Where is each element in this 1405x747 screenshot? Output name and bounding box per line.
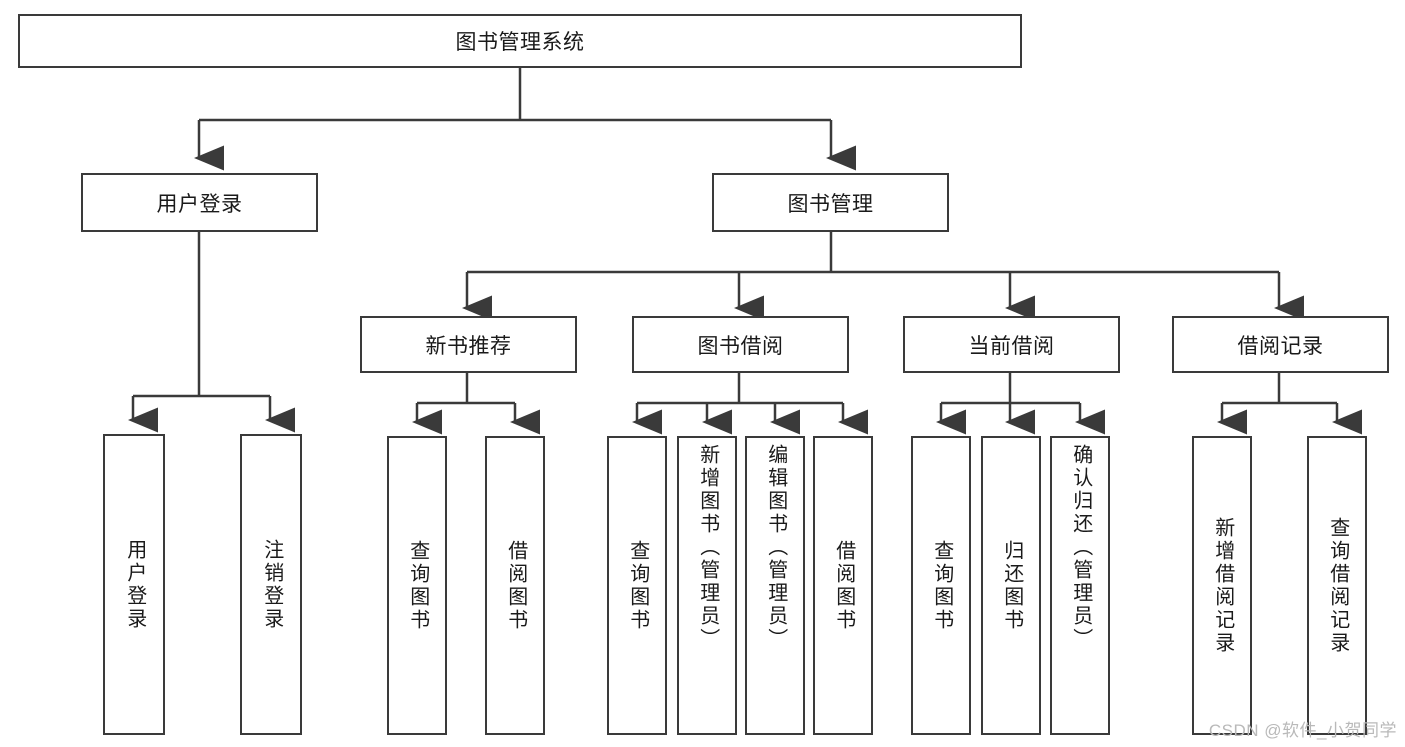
node-book-borrow-label: 图书借阅: [697, 334, 784, 358]
leaf-add-borrow-record[interactable]: 新增借阅记录: [1192, 436, 1252, 735]
leaf-logout[interactable]: 注销登录: [240, 434, 302, 735]
node-root-label: 图书管理系统: [455, 31, 585, 54]
node-new-book-recommend-label: 新书推荐: [425, 334, 512, 358]
leaf-query-borrow-record[interactable]: 查询借阅记录: [1307, 436, 1367, 735]
leaf-borrow-book-recommend-label: 借阅图书: [504, 539, 527, 632]
node-borrow-records[interactable]: 借阅记录: [1172, 316, 1389, 373]
leaf-confirm-return-admin[interactable]: 确认归还（管理员）: [1050, 436, 1110, 735]
node-new-book-recommend[interactable]: 新书推荐: [360, 316, 577, 373]
node-current-borrow-label: 当前借阅: [968, 334, 1055, 358]
leaf-user-login-label: 用户登录: [123, 538, 146, 631]
node-book-borrow[interactable]: 图书借阅: [632, 316, 849, 373]
node-root-system[interactable]: 图书管理系统: [18, 14, 1022, 68]
leaf-query-book-borrow[interactable]: 查询图书: [607, 436, 667, 735]
leaf-logout-label: 注销登录: [260, 538, 283, 631]
leaf-query-book-current-label: 查询图书: [930, 539, 953, 632]
node-book-management-label: 图书管理: [787, 192, 874, 216]
leaf-query-book-recommend-label: 查询图书: [406, 539, 429, 632]
leaf-edit-book-admin[interactable]: 编辑图书（管理员）: [745, 436, 805, 735]
leaf-return-book[interactable]: 归还图书: [981, 436, 1041, 735]
leaf-query-book-current[interactable]: 查询图书: [911, 436, 971, 735]
leaf-query-borrow-record-label: 查询借阅记录: [1326, 516, 1349, 655]
leaf-borrow-book-label: 借阅图书: [832, 539, 855, 632]
node-current-borrow[interactable]: 当前借阅: [903, 316, 1120, 373]
node-user-login[interactable]: 用户登录: [81, 173, 318, 232]
leaf-query-book-borrow-label: 查询图书: [626, 539, 649, 632]
leaf-return-book-label: 归还图书: [1000, 539, 1023, 632]
leaf-borrow-book[interactable]: 借阅图书: [813, 436, 873, 735]
leaf-add-book-admin-label: 新增图书（管理员）: [696, 444, 719, 651]
leaf-confirm-return-admin-label: 确认归还（管理员）: [1069, 444, 1092, 651]
leaf-borrow-book-recommend[interactable]: 借阅图书: [485, 436, 545, 735]
node-user-login-label: 用户登录: [156, 192, 243, 216]
leaf-edit-book-admin-label: 编辑图书（管理员）: [764, 444, 787, 651]
leaf-user-login[interactable]: 用户登录: [103, 434, 165, 735]
watermark-credit: CSDN @软件_小贺同学: [1208, 721, 1397, 740]
node-borrow-records-label: 借阅记录: [1237, 334, 1324, 358]
leaf-add-borrow-record-label: 新增借阅记录: [1211, 516, 1234, 655]
node-book-management[interactable]: 图书管理: [712, 173, 949, 232]
leaf-add-book-admin[interactable]: 新增图书（管理员）: [677, 436, 737, 735]
leaf-query-book-recommend[interactable]: 查询图书: [387, 436, 447, 735]
